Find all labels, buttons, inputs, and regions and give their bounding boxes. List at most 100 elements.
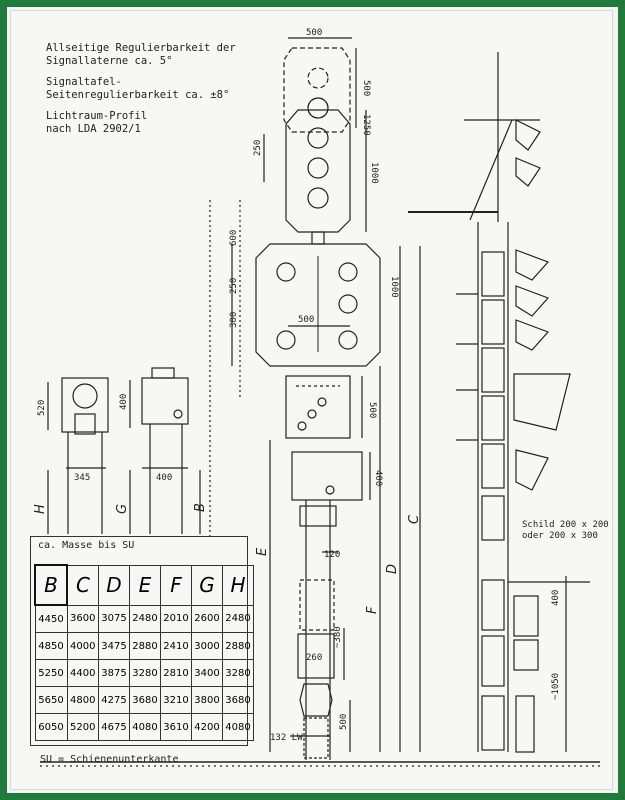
dim-label: Schild 200 x 200 <box>522 520 609 530</box>
table-cell: 3075 <box>98 604 130 633</box>
dim-label: 500 <box>361 80 371 96</box>
note-block: Allseitige Regulierbarkeit der Signallat… <box>46 42 236 136</box>
dim-label: ~1050 <box>551 673 561 700</box>
dim-label: 132 LW <box>270 733 303 743</box>
dim-label: 260 <box>306 653 322 663</box>
table-cell: 2810 <box>160 659 192 687</box>
dim-letter: H <box>33 504 48 514</box>
dim-label: oder 200 x 300 <box>522 531 598 541</box>
table-cell: 2480 <box>129 604 161 633</box>
table-cell: 3875 <box>98 659 130 687</box>
table-cell: 4400 <box>66 659 99 687</box>
dim-label: 250 <box>253 140 263 156</box>
table-cell: 2600 <box>191 604 223 633</box>
dim-letter: G <box>115 504 130 514</box>
dim-label: ~380 <box>333 626 343 648</box>
table-cell: 2010 <box>160 604 192 633</box>
table-cell: 3680 <box>222 686 254 714</box>
table-cell: 2880 <box>222 632 254 660</box>
dim-letter: D <box>385 564 400 574</box>
table-cell: 4675 <box>98 713 130 741</box>
table-header-row: B C D E F G H <box>34 564 254 606</box>
table-cell: 5650 <box>34 686 68 714</box>
dim-label: 120 <box>324 550 340 560</box>
table-row: 5250 4400 3875 3280 2810 3400 3280 <box>34 659 254 687</box>
header-cell: E <box>129 564 161 606</box>
table-cell: 3280 <box>129 659 161 687</box>
header-cell: B <box>34 564 68 606</box>
header-cell: F <box>160 564 192 606</box>
table-cell: 2480 <box>222 604 254 633</box>
dim-letter: C <box>407 514 422 524</box>
table-row: 4850 4000 3475 2880 2410 3000 2880 <box>34 632 254 660</box>
table-cell: 5200 <box>66 713 99 741</box>
dim-label: 300 <box>229 312 239 328</box>
table-cell: 3680 <box>129 686 161 714</box>
header-cell: C <box>66 564 99 606</box>
dim-label: 500 <box>339 714 349 730</box>
table-cell: 3600 <box>66 604 99 633</box>
table-cell: 3610 <box>160 713 192 741</box>
board-lamps <box>276 262 358 350</box>
dim-label: 345 <box>74 473 90 483</box>
table-cell: 3800 <box>191 686 223 714</box>
note-line: nach LDA 2902/1 <box>46 123 141 135</box>
dim-label: 1000 <box>369 162 379 184</box>
table-cell: 4000 <box>66 632 99 660</box>
note-line: Signallaterne ca. 5° <box>46 55 173 67</box>
dim-label: 1000 <box>389 276 399 298</box>
dim-label: 400 <box>119 394 129 410</box>
dim-label: 400 <box>373 470 383 486</box>
dim-label: 500 <box>298 315 314 325</box>
table-cell: 2880 <box>129 632 161 660</box>
note-line: Signaltafel- <box>46 76 122 88</box>
lantern-lamps <box>307 97 329 209</box>
upper-lantern-outline <box>283 47 351 133</box>
header-cell: D <box>98 564 130 606</box>
table-row: 6050 5200 4675 4080 3610 4200 4080 <box>34 713 254 741</box>
table-row: 4450 3600 3075 2480 2010 2600 2480 <box>34 604 254 633</box>
dim-label: 600 <box>229 230 239 246</box>
lantern-side-view <box>61 377 109 433</box>
dim-label: 400 <box>551 590 561 606</box>
table-cell: 3400 <box>191 659 223 687</box>
table-cell: 5250 <box>34 659 68 687</box>
table-cell: 2410 <box>160 632 192 660</box>
dim-label: 250 <box>229 278 239 294</box>
table-caption: ca. Masse bis SU <box>38 540 135 551</box>
lower-box <box>291 451 363 501</box>
table-cell: 3475 <box>98 632 130 660</box>
note-line: Seitenregulierbarkeit ca. ±8° <box>46 89 230 101</box>
table-cell: 4080 <box>222 713 254 741</box>
header-cell: H <box>222 564 254 606</box>
dim-letter: E <box>255 547 270 556</box>
table-cell: 4080 <box>129 713 161 741</box>
note-line: Allseitige Regulierbarkeit der <box>46 42 236 54</box>
dim-label: 520 <box>37 400 47 416</box>
table-cell: 4450 <box>34 604 68 633</box>
dim-label: 500 <box>306 28 322 38</box>
table-cell: 6050 <box>34 713 68 741</box>
dim-label: 400 <box>156 473 172 483</box>
footer-legend: SU = Schienenunterkante <box>40 754 179 765</box>
table-row: 5650 4800 4275 3680 3210 3800 3680 <box>34 686 254 714</box>
dim-letter: B <box>193 503 208 512</box>
table-cell: 3000 <box>191 632 223 660</box>
dim-label: 500 <box>367 402 377 418</box>
lattice-mast <box>408 52 590 753</box>
indicator-box <box>285 375 351 439</box>
dim-letter: F <box>365 606 380 614</box>
dim-label: 1250 <box>361 114 371 136</box>
mass-table: B C D E F G H 4450 3600 3075 2480 2010 2… <box>34 564 254 741</box>
table-cell: 4275 <box>98 686 130 714</box>
table-cell: 3280 <box>222 659 254 687</box>
table-cell: 4200 <box>191 713 223 741</box>
header-cell: G <box>191 564 223 606</box>
table-cell: 3210 <box>160 686 192 714</box>
table-cell: 4850 <box>34 632 68 660</box>
lantern-housing <box>285 109 351 233</box>
signal-board <box>255 243 381 367</box>
table-cell: 4800 <box>66 686 99 714</box>
note-line: Lichtraum-Profil <box>46 110 148 122</box>
